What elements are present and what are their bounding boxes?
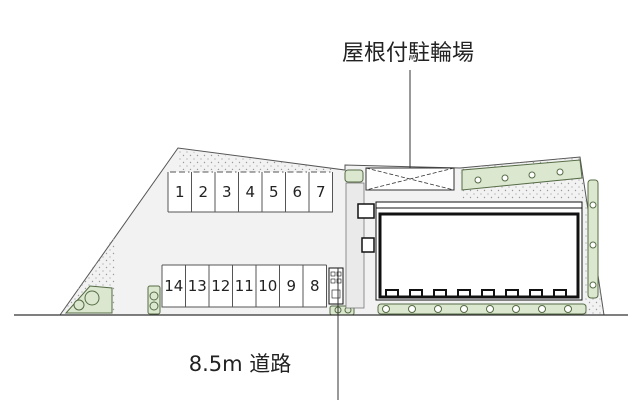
road-label: 8.5m 道路 xyxy=(189,352,292,376)
apartment-building xyxy=(375,201,583,301)
shrub-circle xyxy=(73,299,85,311)
shrub-row-north xyxy=(474,168,597,289)
shrub-circle xyxy=(149,291,159,301)
parking-space-number: 5 xyxy=(269,183,279,201)
bicycle-parking-roof xyxy=(365,167,455,191)
parking-space-number: 2 xyxy=(198,183,208,201)
hedge-north-small xyxy=(344,169,364,183)
parking-space xyxy=(308,172,333,213)
hedge-north-east xyxy=(461,159,583,191)
parking-space-number: 10 xyxy=(258,277,277,295)
balcony-notches xyxy=(380,289,578,298)
parking-space-number: 3 xyxy=(222,183,232,201)
shrub-circle xyxy=(149,301,159,311)
shrub-row-south xyxy=(382,305,572,313)
parking-space-number: 12 xyxy=(211,277,230,295)
parking-space-number: 8 xyxy=(310,277,320,295)
parking-space-number: 11 xyxy=(235,277,254,295)
planting-area-northwest xyxy=(178,150,345,170)
parking-space-number: 4 xyxy=(245,183,255,201)
planting-area-east xyxy=(460,157,604,315)
parking-space-number: 14 xyxy=(164,277,183,295)
bicycle-parking-label: 屋根付駐輪場 xyxy=(342,41,474,66)
parking-row-surface xyxy=(162,265,327,307)
hedge-south-building xyxy=(377,303,587,315)
parking-space-number: 13 xyxy=(188,277,207,295)
parking-space-number: 9 xyxy=(286,277,296,295)
stair-blocks xyxy=(357,203,375,253)
shrub-circle xyxy=(84,290,100,306)
mailbox-unit xyxy=(328,267,344,305)
parking-space-number: 6 xyxy=(292,183,302,201)
parking-space-number: 7 xyxy=(316,183,326,201)
parking-row-surface xyxy=(168,172,333,212)
hedge-east-vertical xyxy=(587,179,599,299)
parking-space-number: 1 xyxy=(175,183,185,201)
